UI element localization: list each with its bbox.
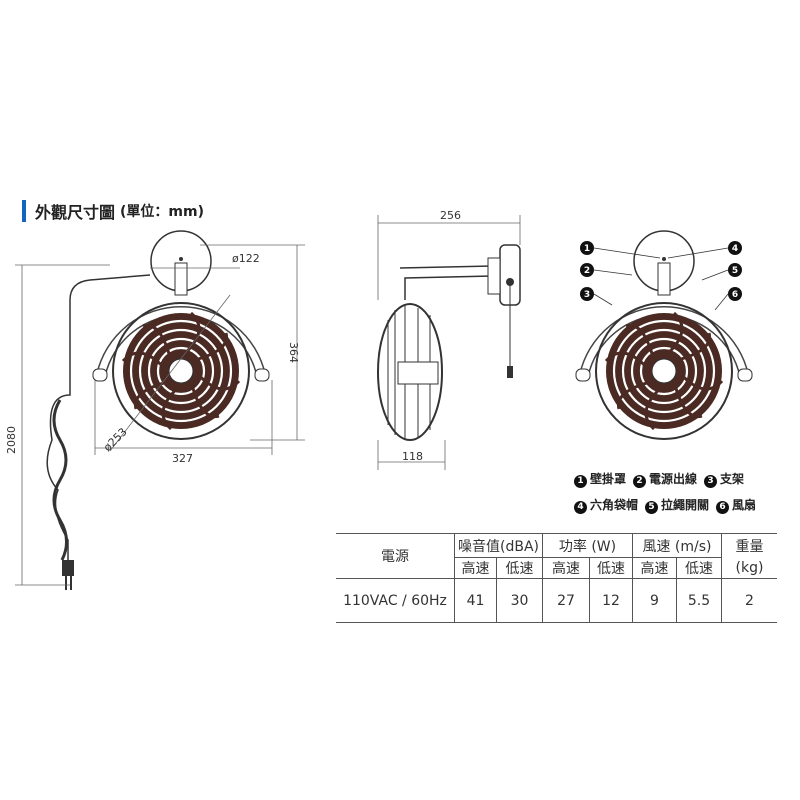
callout-6: 6 [732, 290, 738, 300]
subheader-low: 低速 [676, 557, 722, 579]
dim-width: 327 [172, 452, 193, 465]
cell-wind-high: 9 [632, 578, 677, 623]
cell-power: 110VAC / 60Hz [336, 578, 455, 623]
callout-5: 5 [732, 266, 738, 276]
dim-depth-total: 256 [440, 209, 461, 222]
table-row: 110VAC / 60Hz 41 30 27 12 9 5.5 2 [336, 578, 777, 623]
title-accent-bar [22, 200, 26, 222]
dim-height: 364 [287, 342, 300, 363]
cell-noise-high: 41 [454, 578, 497, 623]
header-watt: 功率 (W) [542, 533, 633, 558]
callout-4: 4 [732, 244, 738, 254]
callout-view: 1 2 3 4 5 6 [576, 231, 752, 441]
header-weight: 重量 [721, 533, 777, 558]
callout-2: 2 [584, 266, 590, 276]
subheader-high: 高速 [542, 557, 590, 579]
title-unit: (單位：mm) [120, 204, 204, 220]
subheader-high: 高速 [454, 557, 497, 579]
subheader-low: 低速 [496, 557, 543, 579]
header-power: 電源 [336, 533, 455, 579]
title-text: 外觀尺寸圖 [35, 203, 116, 222]
cell-weight: 2 [721, 578, 777, 623]
callout-3: 3 [584, 290, 590, 300]
weight-unit: (kg) [721, 557, 777, 579]
side-view: 256 118 [377, 209, 521, 470]
cell-watt-low: 12 [589, 578, 633, 623]
front-view: ø122 364 327 ø253 2080 [5, 231, 305, 590]
header-noise: 噪音值(dBA) [454, 533, 543, 558]
section-title: 外觀尺寸圖 (單位：mm) [22, 199, 204, 223]
dim-mount-diameter: ø122 [232, 252, 260, 265]
cell-wind-low: 5.5 [676, 578, 722, 623]
subheader-low: 低速 [589, 557, 633, 579]
dim-cord-length: 2080 [5, 426, 18, 454]
cell-noise-low: 30 [496, 578, 543, 623]
cell-watt-high: 27 [542, 578, 590, 623]
dim-grille-diameter: ø253 [101, 425, 130, 454]
dim-depth-fan: 118 [402, 450, 423, 463]
subheader-high: 高速 [632, 557, 677, 579]
callout-1: 1 [584, 244, 590, 254]
header-wind: 風速 (m/s) [632, 533, 722, 558]
spec-table: 電源 噪音值(dBA) 功率 (W) 風速 (m/s) 重量 高速 低速 高速 … [336, 533, 777, 623]
